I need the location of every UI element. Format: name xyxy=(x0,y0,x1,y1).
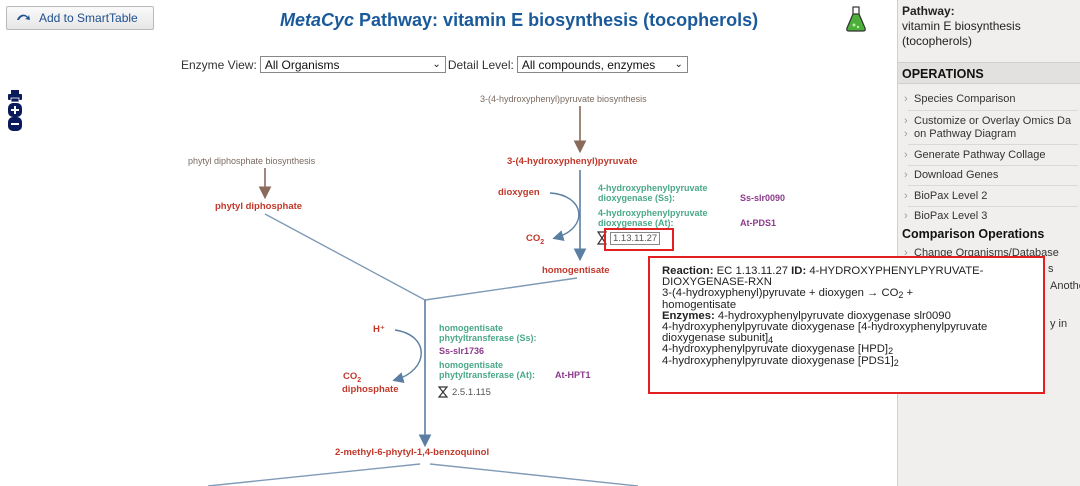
reaction-tooltip: Reaction: EC 1.13.11.27 ID: 4-HYDROXYPHE… xyxy=(648,256,1045,394)
hga-branch-line xyxy=(424,277,578,301)
sidebar-item-customize-omics[interactable]: Customize or Overlay Omics Da xyxy=(904,115,1071,128)
sidebar-item-download-genes[interactable]: Download Genes xyxy=(904,169,998,182)
compound-hpp[interactable]: 3-(4-hydroxyphenyl)pyruvate xyxy=(507,156,638,167)
upstream-pathway-link[interactable]: phytyl diphosphate biosynthesis xyxy=(188,156,316,166)
operations-heading: OPERATIONS xyxy=(898,62,1080,84)
add-to-smarttable-label: Add to SmartTable xyxy=(39,11,138,25)
detail-level-label: Detail Level: xyxy=(447,57,514,72)
ec-number-link[interactable]: 1.13.11.27 xyxy=(610,232,661,245)
sidebar-pathway-info: Pathway: vitamin E biosynthesis (tocophe… xyxy=(902,4,1021,48)
hourglass-icon xyxy=(437,386,449,398)
cofactor-arc-1 xyxy=(549,192,580,242)
enzyme-view-select[interactable]: All Organisms⌄ xyxy=(259,56,446,73)
compound-diphosphate[interactable]: diphosphate xyxy=(342,384,399,395)
sidebar-item-species-comparison[interactable]: Species Comparison xyxy=(904,93,1015,106)
compound-co2[interactable]: CO2 xyxy=(343,371,362,384)
sidebar-item-customize-omics-cont[interactable]: on Pathway Diagram xyxy=(904,128,1016,141)
smarttable-icon xyxy=(17,14,30,20)
metacyc-brand[interactable]: MetaCyc xyxy=(280,10,355,30)
pdp-branch-line xyxy=(264,213,426,301)
page-title: MetaCyc Pathway: vitamin E biosynthesis … xyxy=(280,10,759,30)
compound-h-plus[interactable]: H⁺ xyxy=(373,324,385,335)
print-icon[interactable] xyxy=(8,90,22,102)
hourglass-icon xyxy=(596,231,608,245)
ec-number-link[interactable]: 2.5.1.115 xyxy=(452,387,491,398)
chevron-down-icon: ⌄ xyxy=(674,59,683,70)
comparison-operations-heading: Comparison Operations xyxy=(902,227,1045,241)
zoom-out-icon[interactable] xyxy=(8,117,22,131)
gene-link[interactable]: Ss-slr1736 xyxy=(439,346,485,356)
detail-level-select[interactable]: All compounds, enzymes⌄ xyxy=(516,56,688,73)
zoom-in-icon[interactable] xyxy=(8,103,22,117)
gene-link[interactable]: At-PDS1 xyxy=(740,218,777,228)
enzyme-view-label: Enzyme View: xyxy=(181,57,257,72)
add-to-smarttable-button[interactable]: Add to SmartTable xyxy=(6,6,154,30)
flask-icon[interactable] xyxy=(846,6,866,32)
compound-dioxygen[interactable]: dioxygen xyxy=(498,187,540,198)
view-controls: Enzyme View: All Organisms⌄ Detail Level… xyxy=(181,56,690,73)
gene-link[interactable]: At-HPT1 xyxy=(555,370,591,380)
sidebar-item-biopax-2[interactable]: BioPax Level 2 xyxy=(904,190,987,203)
sidebar-item-partial[interactable]: Anothe xyxy=(1040,280,1080,293)
sidebar-item-partial[interactable]: y in xyxy=(1040,318,1067,331)
sidebar-item-pathway-collage[interactable]: Generate Pathway Collage xyxy=(904,149,1046,162)
compound-co2[interactable]: CO2 xyxy=(526,233,545,246)
sidebar-item-biopax-3[interactable]: BioPax Level 3 xyxy=(904,210,987,223)
left-tools xyxy=(8,90,22,131)
compound-mpbq[interactable]: 2-methyl-6-phytyl-1,4-benzoquinol xyxy=(335,447,490,458)
compound-pdp[interactable]: phytyl diphosphate xyxy=(215,201,303,212)
split-line-right xyxy=(429,463,639,486)
cofactor-arc-2 xyxy=(392,329,422,384)
compound-homogentisate[interactable]: homogentisate xyxy=(542,265,610,276)
gene-link[interactable]: Ss-slr0090 xyxy=(740,193,786,203)
upstream-pathway-link[interactable]: 3-(4-hydroxyphenyl)pyruvate biosynthesis xyxy=(480,94,647,104)
split-line-left xyxy=(207,463,421,486)
pathway-diagram xyxy=(207,106,639,486)
sidebar: Pathway: vitamin E biosynthesis (tocophe… xyxy=(897,0,1080,486)
sidebar-item-partial[interactable]: s xyxy=(1039,263,1054,276)
ec-highlight-box xyxy=(604,228,674,251)
chevron-down-icon: ⌄ xyxy=(432,59,441,70)
